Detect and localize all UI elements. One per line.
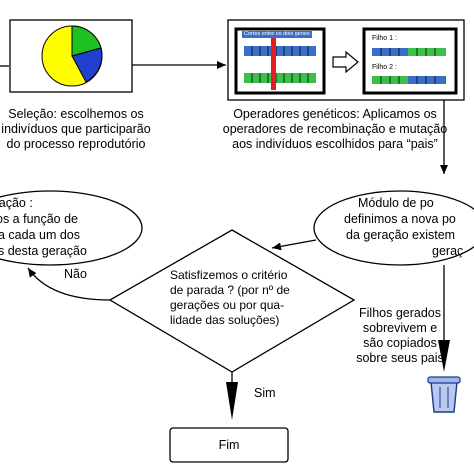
end-box [169, 427, 289, 463]
arrow-trash-head [438, 340, 450, 372]
evaluation-ellipse [0, 190, 143, 266]
decision-line: de parada ? (por nº de [170, 283, 290, 297]
child1-label: Filho 1 : [372, 35, 397, 42]
children-note-line: Filhos gerados [359, 306, 441, 320]
parents-panel [234, 27, 326, 95]
arrow-module-to-decision [271, 239, 317, 251]
children-panel [362, 27, 458, 95]
parents-panel-label: Cortes entre os dois genes [242, 31, 312, 38]
module-line: Módulo de po [358, 196, 434, 210]
yes-label: Sim [254, 386, 276, 400]
end-label: Fim [218, 438, 240, 452]
children-note-line: sobre seus pais [356, 351, 444, 365]
decision-line: lidade das soluções) [170, 313, 280, 327]
arrow-yes-head [226, 382, 238, 420]
selection-line: Seleção: escolhemos os [8, 107, 144, 121]
population-module-ellipse [313, 190, 474, 266]
pie-chart-icon [41, 25, 103, 87]
evaluation-line: s desta geração [0, 244, 87, 258]
selection-line: indivíduos que participarão [1, 122, 151, 136]
genetic-operators-label: Operadores genéticos: Aplicamos os opera… [196, 107, 474, 152]
operators-line: operadores de recombinação e mutação [222, 122, 448, 136]
children-note: Filhos gerados sobrevivem e são copiados… [346, 306, 454, 366]
evaluation-label: valiação : os a função de a cada um dos … [0, 196, 136, 260]
arrow-no-to-evaluation [27, 267, 111, 301]
evaluation-line: a cada um dos [0, 228, 80, 242]
children-note-line: sobrevivem e [362, 321, 438, 335]
children-note-line: são copiados [363, 336, 437, 350]
module-line: da geração existem [346, 228, 456, 242]
module-line: definimos a nova po [344, 212, 456, 226]
genetic-operators-box [227, 19, 465, 101]
decision-line: Satisfizemos o critério [170, 268, 288, 282]
selection-box [9, 19, 133, 93]
decision-label: Satisfizemos o critério de parada ? (por… [170, 268, 310, 328]
population-module-label: Módulo de po definimos a nova po da gera… [326, 196, 474, 262]
operators-line: aos indivíduos escolhidos para “pais” [232, 137, 438, 151]
selection-line: do processo reprodutório [6, 137, 146, 151]
cut-line [271, 36, 276, 90]
evaluation-line: valiação : [0, 196, 33, 210]
module-line: geraç [432, 244, 464, 258]
operators-line: Operadores genéticos: Aplicamos os [233, 107, 437, 121]
recycle-bin-icon [427, 376, 461, 413]
arrow-right-icon [332, 50, 359, 74]
decision-line: gerações ou por qua- [170, 298, 285, 312]
evaluation-line: os a função de [0, 212, 79, 226]
selection-label: Seleção: escolhemos os indivíduos que pa… [0, 107, 152, 152]
child2-label: Filho 2 : [372, 64, 397, 71]
no-label: Não [64, 267, 87, 281]
